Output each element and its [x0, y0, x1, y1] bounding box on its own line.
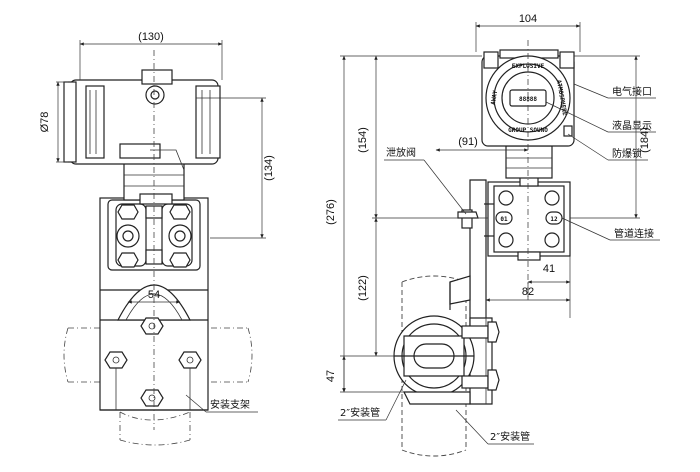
dim-82-text: 82 [522, 286, 534, 298]
dim-dia78-text: Ø78 [39, 112, 51, 133]
dim-47: 47 [325, 355, 394, 393]
flange-tag-right: 12 [550, 216, 558, 223]
dim-104: 104 [475, 13, 581, 52]
label-pipe-connect: 管道连接 [561, 217, 660, 241]
dim-184: (184) [570, 55, 651, 219]
right-clamp [393, 315, 500, 405]
right-neck [505, 145, 553, 179]
dim-134-text: (134) [263, 155, 275, 181]
dim-122: (122) [357, 217, 488, 357]
lcd-display-text: 88888 [519, 96, 537, 103]
label-pipe-connect-text: 管道连接 [614, 227, 654, 240]
label-explosion-lock: 防爆锁 [567, 133, 648, 161]
label-pipe-bottom-text: 2″安装管 [490, 430, 530, 443]
label-vent-valve: 泄放阀 [384, 146, 467, 215]
label-pipe-left: 2″安装管 [338, 379, 407, 421]
label-lcd: 液晶显示 [545, 101, 656, 133]
dim-dia78: Ø78 [39, 81, 68, 163]
dim-82: 82 [485, 286, 571, 318]
dim-154: (154) [357, 55, 482, 219]
label-electrical: 电气接口 [573, 83, 656, 99]
left-housing [63, 69, 221, 171]
ring-text-bottom: GROUP SOUNO [508, 127, 548, 134]
dim-276: (276) [325, 55, 404, 393]
left-view: (130) Ø78 (134) 54 安装支架 [39, 31, 275, 446]
label-bracket-text: 安装支架 [210, 398, 250, 411]
label-electrical-text: 电气接口 [612, 85, 652, 98]
dim-130: (130) [79, 31, 223, 80]
right-flange: 01 12 [484, 175, 571, 261]
ring-text-left: AWAY [490, 90, 499, 106]
dim-47-text: 47 [325, 370, 337, 382]
label-explosion-lock-text: 防爆锁 [612, 147, 642, 160]
dim-91-text: (91) [458, 136, 478, 148]
dim-104-text: 104 [519, 13, 537, 25]
dim-54: 54 [127, 289, 181, 304]
label-lcd-text: 液晶显示 [612, 119, 652, 132]
flange-tag-left: 01 [500, 216, 508, 223]
dim-91: (91) [435, 136, 529, 152]
label-bracket: 安装支架 [185, 394, 258, 413]
dim-276-text: (276) [325, 199, 337, 225]
dim-41-text: 41 [543, 263, 555, 275]
dim-122-text: (122) [357, 275, 369, 301]
dim-130-text: (130) [138, 31, 164, 43]
left-pipe [63, 327, 253, 446]
dim-134: (134) [196, 97, 275, 239]
label-pipe-bottom: 2″安装管 [455, 409, 534, 445]
left-nuts [104, 317, 202, 410]
dim-184-text: (184) [639, 127, 651, 153]
label-pipe-left-text: 2″安装管 [340, 406, 380, 419]
dim-54-text: 54 [148, 289, 160, 301]
dim-154-text: (154) [357, 127, 369, 153]
label-vent-valve-text: 泄放阀 [386, 146, 416, 159]
right-view: 01 12 88888 EXP [325, 13, 660, 457]
dim-41: 41 [527, 256, 571, 300]
